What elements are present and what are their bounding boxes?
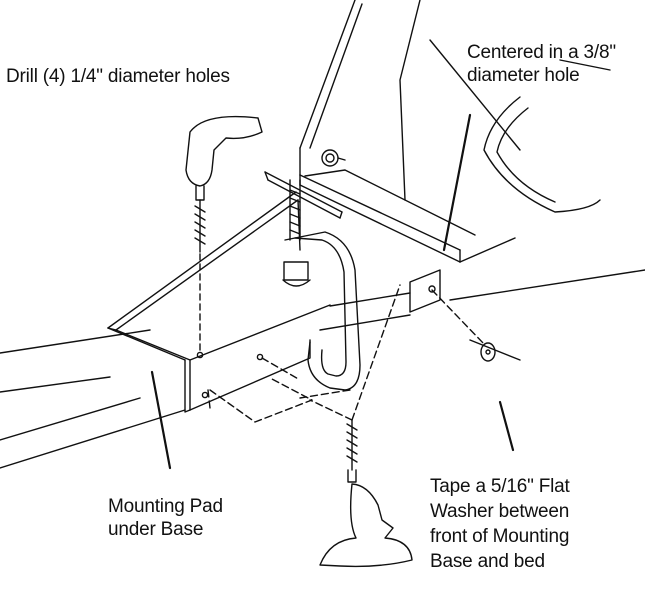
mounting-pad-label: Mounting Pad under Base (108, 496, 223, 540)
mounting-base-upright (299, 0, 611, 213)
c-clamp-icon (264, 171, 361, 391)
flat-washer-icon (480, 342, 496, 362)
centered-hole-label: Centered in a 3/8" diameter hole (467, 42, 616, 86)
drill-icon-bottom (319, 419, 413, 568)
mounting-pad (107, 191, 331, 413)
washer-note-label: Tape a 5/16" Flat Washer between front o… (430, 476, 570, 572)
leader-lines (150, 113, 515, 470)
drill-icon (185, 115, 263, 351)
base-bar (299, 169, 516, 313)
drill-holes-label: Drill (4) 1/4" diameter holes (6, 66, 230, 87)
bed-frame (0, 269, 645, 469)
hole-locator-lines (207, 284, 486, 423)
